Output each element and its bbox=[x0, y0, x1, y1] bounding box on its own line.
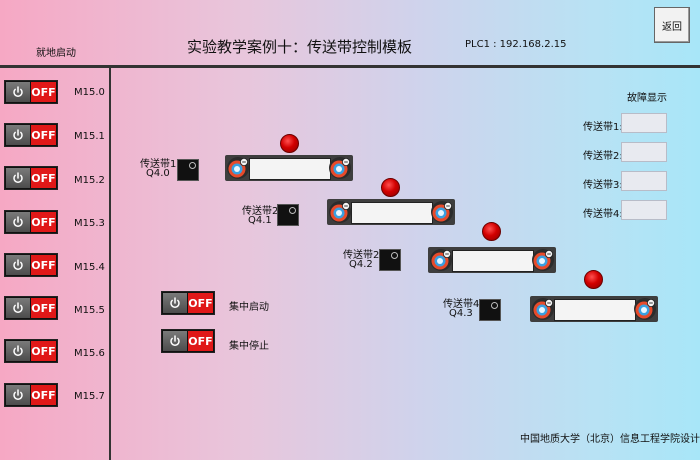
power-icon bbox=[163, 293, 187, 313]
switch-address: M15.5 bbox=[74, 305, 105, 316]
fault-panel-title: 故障显示 bbox=[627, 93, 667, 104]
local-switch-m15-0[interactable]: OFF bbox=[4, 80, 58, 104]
local-start-label: 就地启动 bbox=[36, 48, 76, 59]
local-switch-m15-5[interactable]: OFF bbox=[4, 296, 58, 320]
local-switch-m15-2[interactable]: OFF bbox=[4, 166, 58, 190]
header-divider bbox=[0, 65, 700, 68]
conveyor-1-belt bbox=[225, 155, 353, 181]
roller-icon bbox=[531, 248, 555, 272]
switch-address: M15.7 bbox=[74, 391, 105, 402]
roller-icon bbox=[226, 156, 250, 180]
local-switch-m15-6[interactable]: OFF bbox=[4, 339, 58, 363]
conveyor-3-output: Q4.2 bbox=[349, 259, 373, 270]
conveyor-4-lamp bbox=[584, 270, 603, 289]
fault-label-4: 传送带4: bbox=[583, 209, 623, 220]
conveyor-3-lamp bbox=[482, 222, 501, 241]
switch-address: M15.1 bbox=[74, 131, 105, 142]
fault-label-3: 传送带3: bbox=[583, 180, 623, 191]
power-icon bbox=[6, 255, 30, 275]
power-icon bbox=[6, 82, 30, 102]
conveyor-2-output: Q4.1 bbox=[248, 215, 272, 226]
conveyor-1-indicator bbox=[177, 159, 199, 181]
conveyor-4-name: 传送带4 bbox=[443, 299, 480, 310]
fault-label-2: 传送带2: bbox=[583, 151, 623, 162]
fault-label-1: 传送带1: bbox=[583, 122, 623, 133]
switch-address: M15.6 bbox=[74, 348, 105, 359]
local-switch-m15-1[interactable]: OFF bbox=[4, 123, 58, 147]
switch-state: OFF bbox=[31, 125, 56, 145]
switch-address: M15.3 bbox=[74, 218, 105, 229]
power-icon bbox=[6, 341, 30, 361]
switch-address: M15.0 bbox=[74, 87, 105, 98]
power-icon bbox=[6, 212, 30, 232]
power-icon bbox=[6, 168, 30, 188]
fault-field-2 bbox=[621, 142, 667, 162]
roller-icon bbox=[633, 297, 657, 321]
switch-state: OFF bbox=[188, 293, 213, 313]
central-start-switch[interactable]: OFF bbox=[161, 291, 215, 315]
conveyor-4-output: Q4.3 bbox=[449, 308, 473, 319]
switch-state: OFF bbox=[31, 341, 56, 361]
power-icon bbox=[6, 298, 30, 318]
switch-state: OFF bbox=[31, 255, 56, 275]
fault-field-3 bbox=[621, 171, 667, 191]
conveyor-4-belt bbox=[530, 296, 658, 322]
sidebar-divider bbox=[109, 66, 111, 460]
local-switch-m15-7[interactable]: OFF bbox=[4, 383, 58, 407]
switch-state: OFF bbox=[31, 168, 56, 188]
roller-icon bbox=[429, 248, 453, 272]
conveyor-2-belt bbox=[327, 199, 455, 225]
back-button[interactable]: 返回 bbox=[654, 7, 690, 43]
switch-state: OFF bbox=[31, 82, 56, 102]
power-icon bbox=[163, 331, 187, 351]
switch-state: OFF bbox=[31, 385, 56, 405]
conveyor-1-name: 传送带1 bbox=[140, 159, 177, 170]
central-stop-switch[interactable]: OFF bbox=[161, 329, 215, 353]
central-stop-label: 集中停止 bbox=[229, 341, 269, 352]
switch-address: M15.4 bbox=[74, 262, 105, 273]
plc-address: PLC1 : 192.168.2.15 bbox=[465, 39, 567, 50]
roller-icon bbox=[531, 297, 555, 321]
roller-icon bbox=[328, 156, 352, 180]
central-start-label: 集中启动 bbox=[229, 302, 269, 313]
conveyor-2-lamp bbox=[381, 178, 400, 197]
local-switch-m15-4[interactable]: OFF bbox=[4, 253, 58, 277]
switch-address: M15.2 bbox=[74, 175, 105, 186]
switch-state: OFF bbox=[31, 298, 56, 318]
conveyor-3-name: 传送带2 bbox=[343, 250, 380, 261]
switch-state: OFF bbox=[188, 331, 213, 351]
roller-icon bbox=[328, 200, 352, 224]
footer-credit: 中国地质大学（北京）信息工程学院设计 bbox=[520, 434, 700, 445]
conveyor-3-belt bbox=[428, 247, 556, 273]
conveyor-2-name: 传送带2 bbox=[242, 206, 279, 217]
fault-field-1 bbox=[621, 113, 667, 133]
power-icon bbox=[6, 125, 30, 145]
conveyor-2-indicator bbox=[277, 204, 299, 226]
local-switch-m15-3[interactable]: OFF bbox=[4, 210, 58, 234]
fault-field-4 bbox=[621, 200, 667, 220]
roller-icon bbox=[430, 200, 454, 224]
switch-state: OFF bbox=[31, 212, 56, 232]
conveyor-1-lamp bbox=[280, 134, 299, 153]
conveyor-4-indicator bbox=[479, 299, 501, 321]
conveyor-3-indicator bbox=[379, 249, 401, 271]
conveyor-1-output: Q4.0 bbox=[146, 168, 170, 179]
page-title: 实验教学案例十：传送带控制模板 bbox=[187, 38, 413, 56]
power-icon bbox=[6, 385, 30, 405]
